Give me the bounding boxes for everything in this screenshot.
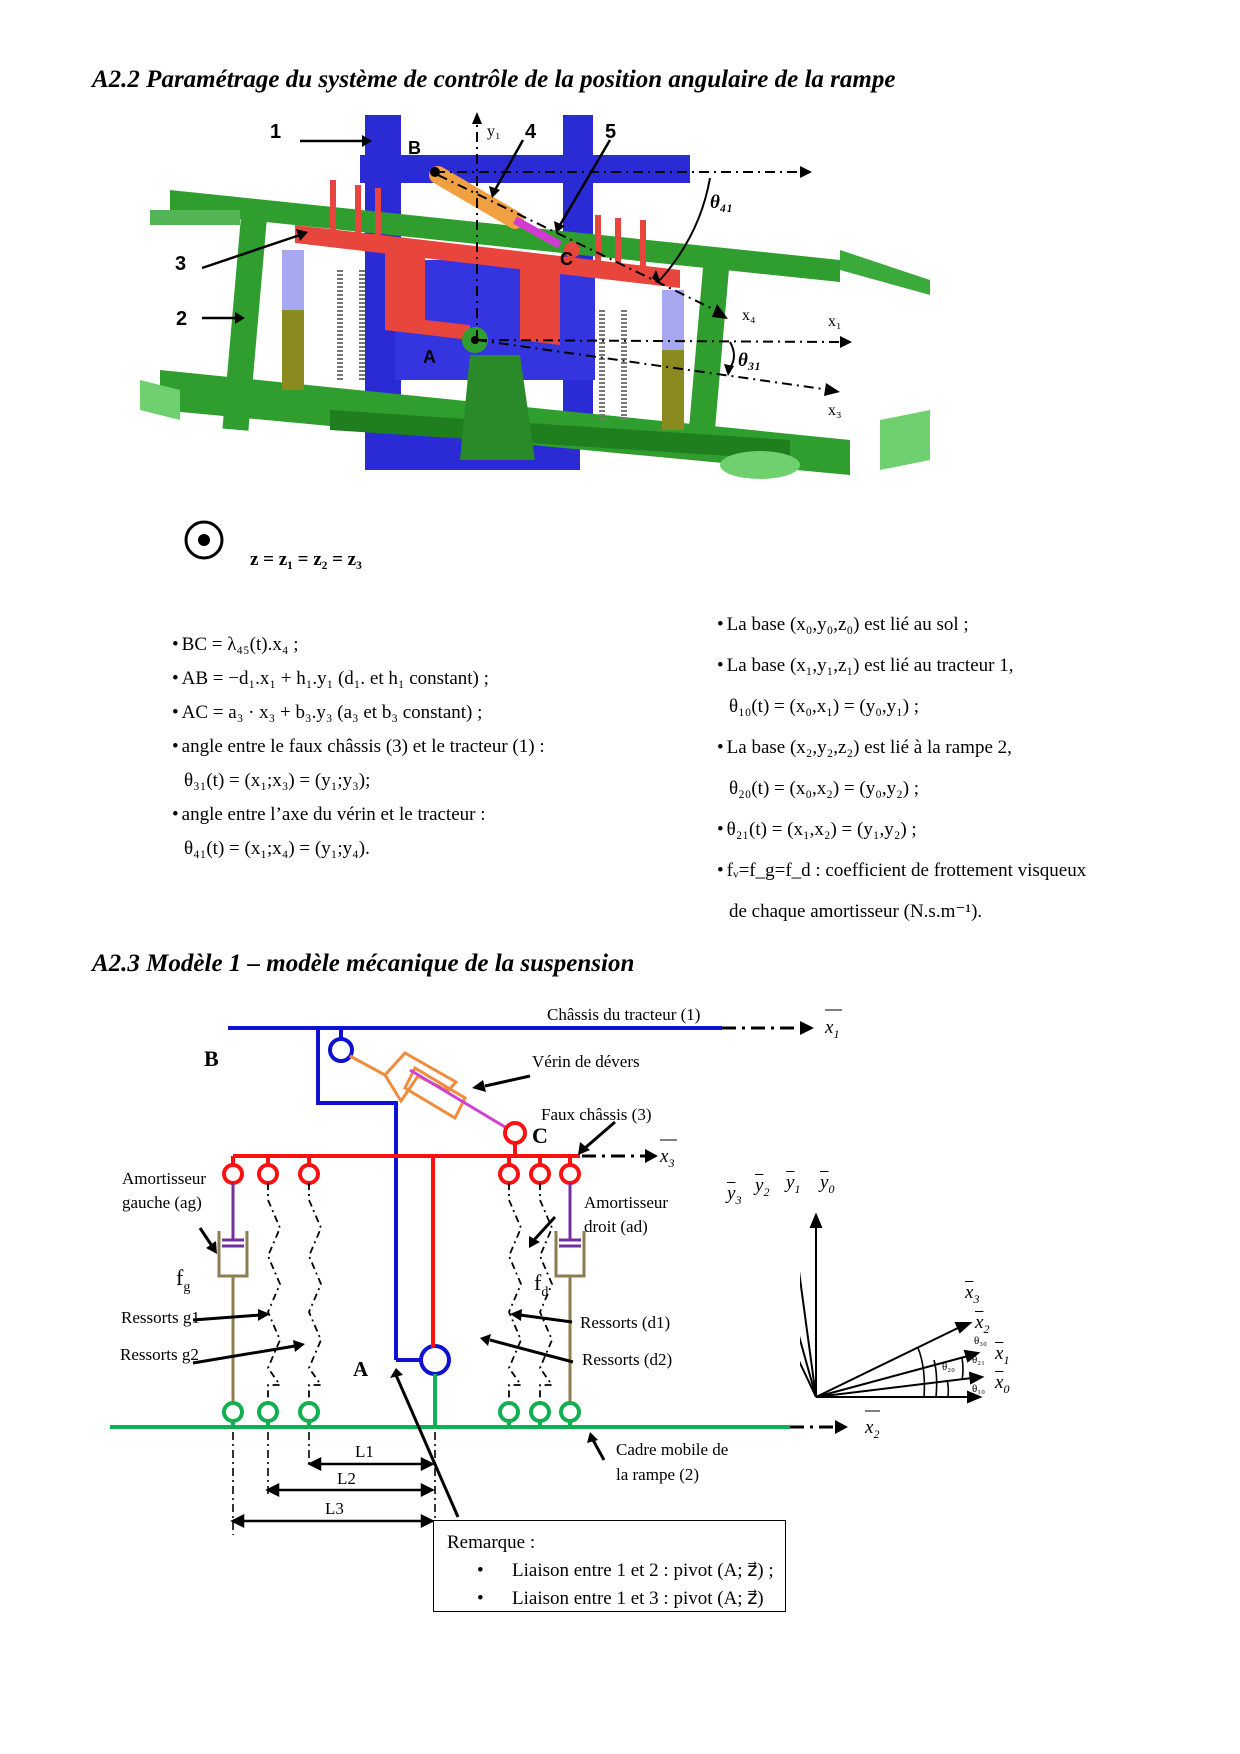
tractor-chassis-1 (228, 1026, 722, 1376)
remark-title: Remarque : (447, 1532, 536, 1553)
ramp-frame-2 (110, 1374, 790, 1429)
axis-x3 (582, 1149, 658, 1163)
axes (435, 112, 852, 396)
dimension-lines (232, 1432, 436, 1535)
label-l1: L1 (355, 1442, 374, 1461)
axis-x1 (722, 1021, 814, 1035)
def-angle-41-formula: θ₄₁(t) = (x₁;x₄) = (y₁;y₄). (184, 838, 370, 859)
tilt-cylinder-4 (429, 166, 580, 258)
def-bc: BC = λ₄₅(t).x₄ ; (172, 628, 545, 662)
out-of-plane-axis-icon (184, 520, 224, 560)
def-friction: fᵥ=f_g=f_d : coefficient de frottement v… (717, 850, 1087, 891)
def-ac: AC = a₃ · x₃ + b₃.y₃ (a₃ et b₃ constant)… (172, 696, 545, 730)
point-label-c: C (560, 249, 573, 269)
axis-label-x4: x₄ (742, 307, 756, 324)
axis-x2 (790, 1420, 848, 1434)
label-amort-gauche-2: gauche (ag) (122, 1193, 202, 1212)
label-verin: Vérin de dévers (532, 1052, 640, 1071)
left-definitions-list: BC = λ₄₅(t).x₄ ; AB = −d₁.x₁ + h₁.y₁ (d₁… (172, 628, 545, 866)
angle-theta30: θ₃₀ (974, 1335, 987, 1347)
label-c: C (532, 1123, 548, 1148)
def-ab: AB = −d₁.x₁ + h₁.y₁ (d₁. et h₁ constant)… (172, 662, 545, 696)
tilt-cylinder (349, 1051, 527, 1145)
label-chassis: Châssis du tracteur (1) (547, 1005, 700, 1024)
def-angle-31-label: angle entre le faux châssis (3) et le tr… (172, 730, 545, 764)
part-label-4: 4 (525, 121, 537, 143)
label-ressorts-d1: Ressorts (d1) (580, 1313, 670, 1332)
label-a: A (353, 1357, 369, 1381)
ramp-frame-2 (140, 190, 930, 479)
vector-y1 (800, 1271, 817, 1398)
label-cadre-2: la rampe (2) (616, 1465, 699, 1484)
label-y3: y3 (727, 1183, 742, 1207)
suspension-kinematic-diagram: Châssis du tracteur (1) x1 Vérin de déve… (110, 1005, 880, 1535)
label-x3: x3 (965, 1282, 980, 1306)
part-label-5: 5 (605, 121, 616, 143)
label-x1: x1 (995, 1343, 1010, 1367)
label-faux-chassis: Faux châssis (3) (541, 1105, 651, 1124)
label-y0: y0 (820, 1172, 835, 1196)
axis-label-y1: y₁ (487, 123, 501, 140)
damper-left (217, 1183, 249, 1402)
def-base-0: La base (x₀,y₀,z₀) est lié au sol ; (717, 604, 1086, 645)
dimension-arrows (230, 1456, 435, 1529)
label-l2: L2 (337, 1469, 356, 1488)
label-fd: fd (534, 1270, 548, 1300)
label-x2: x2 (864, 1417, 879, 1441)
label-y2: y2 (755, 1175, 770, 1199)
label-b: B (204, 1046, 219, 1071)
angle-theta20: θ₂₀ (942, 1361, 955, 1373)
label-ressorts-d2: Ressorts (d2) (582, 1350, 672, 1369)
part-label-2: 2 (176, 308, 187, 330)
damper-right (554, 1183, 586, 1402)
label-amort-gauche-1: Amortisseur (122, 1169, 206, 1188)
part-label-3: 3 (175, 253, 186, 275)
label-cadre-1: Cadre mobile de (616, 1440, 728, 1459)
bases-angle-figure: θ₃₀ θ₂₀ θ₂₁ θ₁₀ (800, 1212, 987, 1404)
z-equation: z = z₁ = z₂ = z₃ (250, 549, 362, 570)
def-base-2: La base (x₂,y₂,z₂) est lié à la rampe 2, (717, 727, 1086, 768)
label-ressorts-g1: Ressorts g1 (121, 1308, 200, 1327)
part-label-1: 1 (270, 121, 281, 143)
suspension-3d-figure: 1 2 3 4 5 B C A y₁ x₁ x₃ x₄ θ₄₁ θ₃₁ z = … (140, 112, 930, 570)
label-x1: x1 (824, 1017, 839, 1041)
def-angle-41-label: angle entre l’axe du vérin et le tracteu… (172, 798, 545, 832)
def-theta20: θ₂₀(t) = (x₀,x₂) = (y₀,y₂) ; (729, 778, 920, 799)
shock-absorbers (282, 250, 684, 430)
section-title-a22: A2.2 Paramétrage du système de contrôle … (92, 66, 896, 93)
label-amort-droit-1: Amortisseur (584, 1193, 668, 1212)
right-definitions-list: La base (x₀,y₀,z₀) est lié au sol ; La b… (717, 604, 1087, 932)
axis-label-x3: x₃ (828, 402, 842, 419)
def-friction-units: de chaque amortisseur (N.s.m⁻¹). (729, 901, 983, 922)
point-label-a: A (423, 347, 436, 367)
angle-label-theta41: θ₄₁ (710, 192, 733, 213)
def-base-1: La base (x₁,y₁,z₁) est lié au tracteur 1… (717, 645, 1086, 686)
section-title-a23: A2.3 Modèle 1 – modèle mécanique de la s… (92, 950, 635, 977)
label-amort-droit-2: droit (ad) (584, 1217, 648, 1236)
angle-theta21: θ₂₁ (972, 1354, 985, 1366)
label-ressorts-g2: Ressorts g2 (120, 1345, 199, 1364)
remark-item: •Liaison entre 1 et 2 : pivot (A; z⃗) ; (477, 1560, 774, 1581)
def-theta21: θ₂₁(t) = (x₁,x₂) = (y₁,y₂) ; (717, 809, 1086, 850)
remark-box: Remarque : •Liaison entre 1 et 2 : pivot… (433, 1520, 786, 1612)
label-fg: fg (176, 1265, 190, 1295)
def-theta10: θ₁₀(t) = (x₀,x₁) = (y₀,y₁) ; (729, 696, 920, 717)
remark-item: •Liaison entre 1 et 3 : pivot (A; z⃗) (477, 1588, 764, 1609)
label-x0: x0 (995, 1372, 1010, 1396)
point-label-b: B (408, 138, 421, 158)
label-l3: L3 (325, 1499, 344, 1518)
label-x2: x2 (975, 1312, 990, 1336)
def-angle-31-formula: θ₃₁(t) = (x₁;x₃) = (y₁;y₃); (184, 770, 371, 791)
angle-label-theta31: θ₃₁ (738, 350, 761, 371)
label-x3: x3 (659, 1146, 674, 1170)
faux-chassis-3 (295, 180, 680, 345)
springs (266, 1183, 554, 1402)
axis-label-x1: x₁ (828, 313, 842, 330)
label-y1: y1 (786, 1172, 801, 1196)
callout-arrows (201, 135, 612, 324)
angle-theta10: θ₁₀ (972, 1383, 985, 1395)
